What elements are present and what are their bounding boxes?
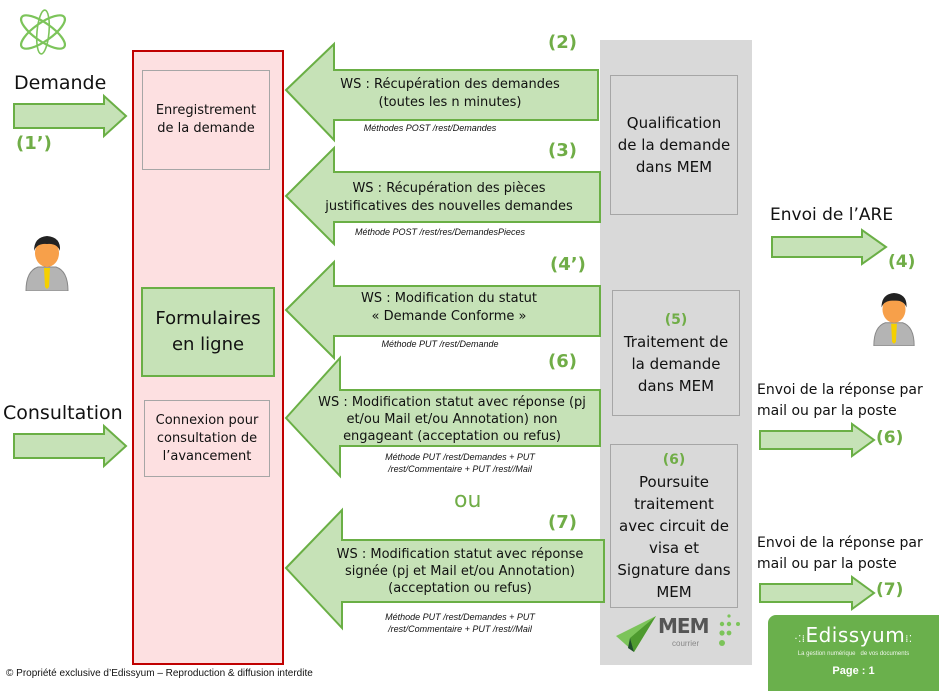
flow-3-method: Méthode POST /rest/res/DemandesPieces xyxy=(354,227,526,237)
flow-4prime-arrow[interactable] xyxy=(284,259,602,361)
flow-2-step: (2) xyxy=(548,32,577,53)
edissyum-brand: ·⁚⁞Edissyum⁞⁚ xyxy=(794,623,913,647)
formulaires-box[interactable]: Formulaires en ligne xyxy=(141,287,275,377)
poursuite-step: (6) xyxy=(662,452,686,468)
are-label: Envoi de l’ARE xyxy=(770,205,894,225)
demande-step: (1’) xyxy=(16,133,52,154)
mem-panel xyxy=(600,40,752,665)
reponse6-step: (6) xyxy=(876,428,904,448)
connexion-text: Connexion pour consultation de l’avancem… xyxy=(155,412,259,464)
flow-7-text: WS : Modification statut avec réponse si… xyxy=(336,547,584,596)
traitement-step: (5) xyxy=(664,312,688,328)
flow-3-step: (3) xyxy=(548,140,577,161)
consultation-arrow xyxy=(13,423,128,469)
flow-2-arrow[interactable] xyxy=(284,41,600,143)
atom-logo-icon xyxy=(19,9,67,55)
ou-label: ou xyxy=(454,488,482,513)
flow-7-arrow[interactable] xyxy=(284,507,606,631)
are-arrow[interactable] xyxy=(770,228,890,266)
flow-3-arrow[interactable] xyxy=(284,145,602,247)
traitement-text: Traitement de la demande dans MEM xyxy=(623,333,729,395)
person-icon xyxy=(873,293,915,346)
edissyum-tagline: La gestion numérique de vos documents xyxy=(797,651,910,657)
poursuite-box: (6) Poursuite traitement avec circuit de… xyxy=(610,444,738,608)
flow-6-method: Méthode PUT /rest/Demandes + PUT /rest/C… xyxy=(385,452,535,474)
mem-logo-name: MEM xyxy=(658,614,709,638)
mem-logo-sub: courrier xyxy=(672,639,700,648)
dots-right-icon: ⁞⁚ xyxy=(905,634,913,645)
edissyum-logo: ·⁚⁞Edissyum⁞⁚ La gestion numérique de vo… xyxy=(768,615,939,691)
mem-courrier-logo: MEM courrier xyxy=(614,612,746,658)
flow-3-text: WS : Récupération des pièces justificati… xyxy=(325,181,573,214)
reponse7-step: (7) xyxy=(876,580,904,600)
reponse7-label: Envoi de la réponse par mail ou par la p… xyxy=(757,535,923,572)
flow-2-method: Méthodes POST /rest/Demandes xyxy=(363,123,497,133)
paper-plane-icon xyxy=(616,616,656,652)
traitement-box: (5) Traitement de la demande dans MEM xyxy=(612,290,740,416)
qualification-text: Qualification de la demande dans MEM xyxy=(617,114,731,176)
formulaires-text: Formulaires en ligne xyxy=(155,308,261,355)
copyright: © Propriété exclusive d’Edissyum – Repro… xyxy=(6,668,313,679)
person-icon xyxy=(25,236,69,291)
qualification-box: Qualification de la demande dans MEM xyxy=(610,75,738,215)
flow-6-arrow[interactable] xyxy=(284,355,602,479)
flow-6-step: (6) xyxy=(548,351,577,372)
dots-icon xyxy=(719,614,740,646)
reponse6-arrow[interactable] xyxy=(758,422,878,458)
flow-7-step: (7) xyxy=(548,512,577,533)
flow-4prime-step: (4’) xyxy=(550,254,586,275)
flow-2-text: WS : Récupération des demandes (toutes l… xyxy=(340,77,560,110)
dots-left-icon: ·⁚⁞ xyxy=(794,634,806,645)
reponse7-arrow[interactable] xyxy=(758,575,878,611)
flow-4prime-text: WS : Modification du statut « Demande Co… xyxy=(360,291,537,324)
page-number: Page : 1 xyxy=(832,665,875,677)
consultation-label: Consultation xyxy=(3,402,123,424)
are-step: (4) xyxy=(888,252,916,272)
enregistrement-box: Enregistrement de la demande xyxy=(142,70,270,170)
flow-7-method: Méthode PUT /rest/Demandes + PUT /rest/C… xyxy=(385,612,535,634)
flow-6-text: WS : Modification statut avec réponse (p… xyxy=(318,395,586,444)
poursuite-text: Poursuite traitement avec circuit de vis… xyxy=(617,473,731,601)
demande-label: Demande xyxy=(14,72,107,94)
reponse6-label: Envoi de la réponse par mail ou par la p… xyxy=(757,382,923,419)
connexion-box[interactable]: Connexion pour consultation de l’avancem… xyxy=(144,400,270,477)
enregistrement-text: Enregistrement de la demande xyxy=(155,103,257,136)
demande-arrow xyxy=(13,93,128,139)
flow-4prime-method: Méthode PUT /rest/Demande xyxy=(381,339,499,349)
